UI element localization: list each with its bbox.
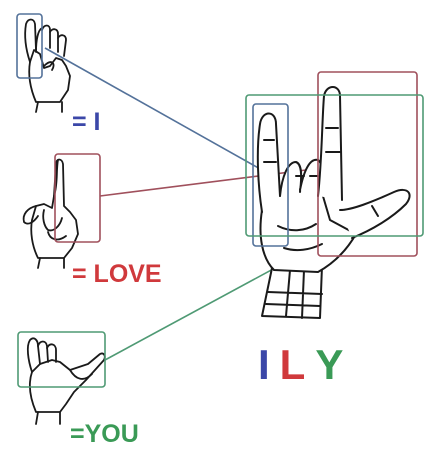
label-you: =YOU bbox=[70, 422, 139, 447]
ily-letter-l: L bbox=[280, 344, 306, 386]
ily-letter-i: I bbox=[258, 344, 270, 386]
label-love: = LOVE bbox=[72, 262, 162, 287]
label-i: = I bbox=[72, 110, 101, 135]
hand-sign-ily-icon bbox=[258, 87, 410, 318]
hand-sign-you-icon bbox=[28, 338, 105, 424]
ily-letter-y: Y bbox=[315, 344, 343, 386]
hand-sign-love-icon bbox=[24, 160, 78, 269]
hand-sign-i-icon bbox=[25, 20, 70, 113]
